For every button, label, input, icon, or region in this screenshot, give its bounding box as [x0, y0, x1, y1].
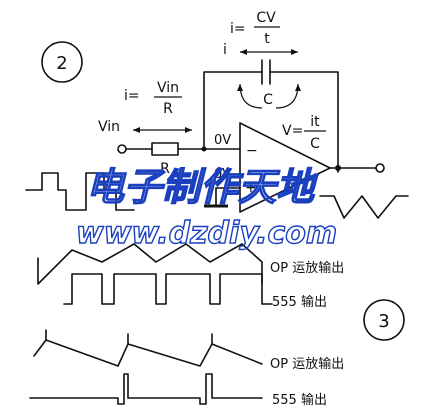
formula-i-cv-t-num: CV [256, 10, 276, 26]
op-output-label-2: OP 运放输出 [270, 356, 344, 372]
formula-i-cv-t: i= CV t [230, 10, 280, 47]
input-arrow-right-head [185, 127, 192, 133]
out-555-wave-2 [29, 373, 263, 405]
inverting-sign: − [246, 143, 258, 159]
formula-v-it-c-den: C [310, 136, 320, 152]
zero-v-top-label: 0V [214, 133, 231, 148]
noninverting-sign: + [245, 180, 257, 196]
junction-dot [201, 146, 207, 152]
waveform-group-1: OP 运放输出 555 输出 [37, 243, 344, 310]
feedback-current: i [223, 42, 298, 58]
marker-3: 3 [363, 299, 405, 341]
input-arrow-left-head [133, 127, 140, 133]
op-amp: − + 0V 0V V= it C [204, 114, 385, 213]
waveform-group-2: OP 运放输出 555 输出 [29, 329, 344, 408]
watermark-url: www.dzdiy.com [76, 216, 337, 251]
output-terminal [375, 163, 385, 173]
feedback-capacitor: C [203, 59, 339, 173]
op-amp-body [239, 122, 331, 213]
watermark: 电子制作天地 www.dzdiy.com [75, 164, 338, 251]
zero-v-bottom-label: 0V [214, 167, 231, 182]
arrow-right-head [291, 49, 298, 55]
output-junction [335, 165, 341, 171]
marker-2: 2 [41, 41, 83, 83]
formula-i-vin-r-num: Vin [157, 80, 179, 96]
vin-label: Vin [98, 119, 120, 135]
resistor-label: R [160, 161, 170, 177]
input-network: Vin R [98, 119, 241, 177]
formula-i-vin-r-den: R [163, 101, 173, 117]
marker-3-label: 3 [378, 311, 389, 332]
out-555-label-1: 555 输出 [272, 294, 327, 310]
op-output-wave-1 [37, 243, 263, 285]
formula-i-vin-r: i= Vin R [124, 80, 192, 133]
watermark-title: 电子制作天地 [86, 165, 319, 209]
formula-i-vin-r-lhs: i= [124, 88, 140, 104]
current-top-label: i [223, 42, 227, 58]
formula-i-cv-t-den: t [264, 31, 270, 47]
resistor [151, 142, 179, 156]
feedback-wire-left [203, 71, 263, 134]
out-555-wave-1 [63, 273, 273, 305]
arrow-left-head [240, 49, 247, 55]
capacitor-label: C [263, 92, 273, 108]
input-square-wave [25, 172, 135, 211]
output-triangle-wave [319, 195, 409, 219]
op-output-label-1: OP 运放输出 [270, 260, 344, 276]
out-555-label-2: 555 输出 [272, 392, 327, 408]
cap-curve-right-head [295, 84, 301, 91]
feedback-wire-right [269, 71, 339, 173]
cap-curve-left [239, 83, 263, 109]
formula-i-cv-t-lhs: i= [230, 21, 246, 37]
formula-v-it-c-num: it [310, 114, 320, 130]
cap-curve-right [275, 83, 299, 109]
cap-curve-left-head [237, 84, 243, 91]
formula-v-it-c-lhs: V= [282, 123, 303, 139]
vin-terminal [117, 144, 127, 154]
op-output-wave-2 [33, 339, 263, 367]
marker-2-label: 2 [56, 53, 67, 74]
